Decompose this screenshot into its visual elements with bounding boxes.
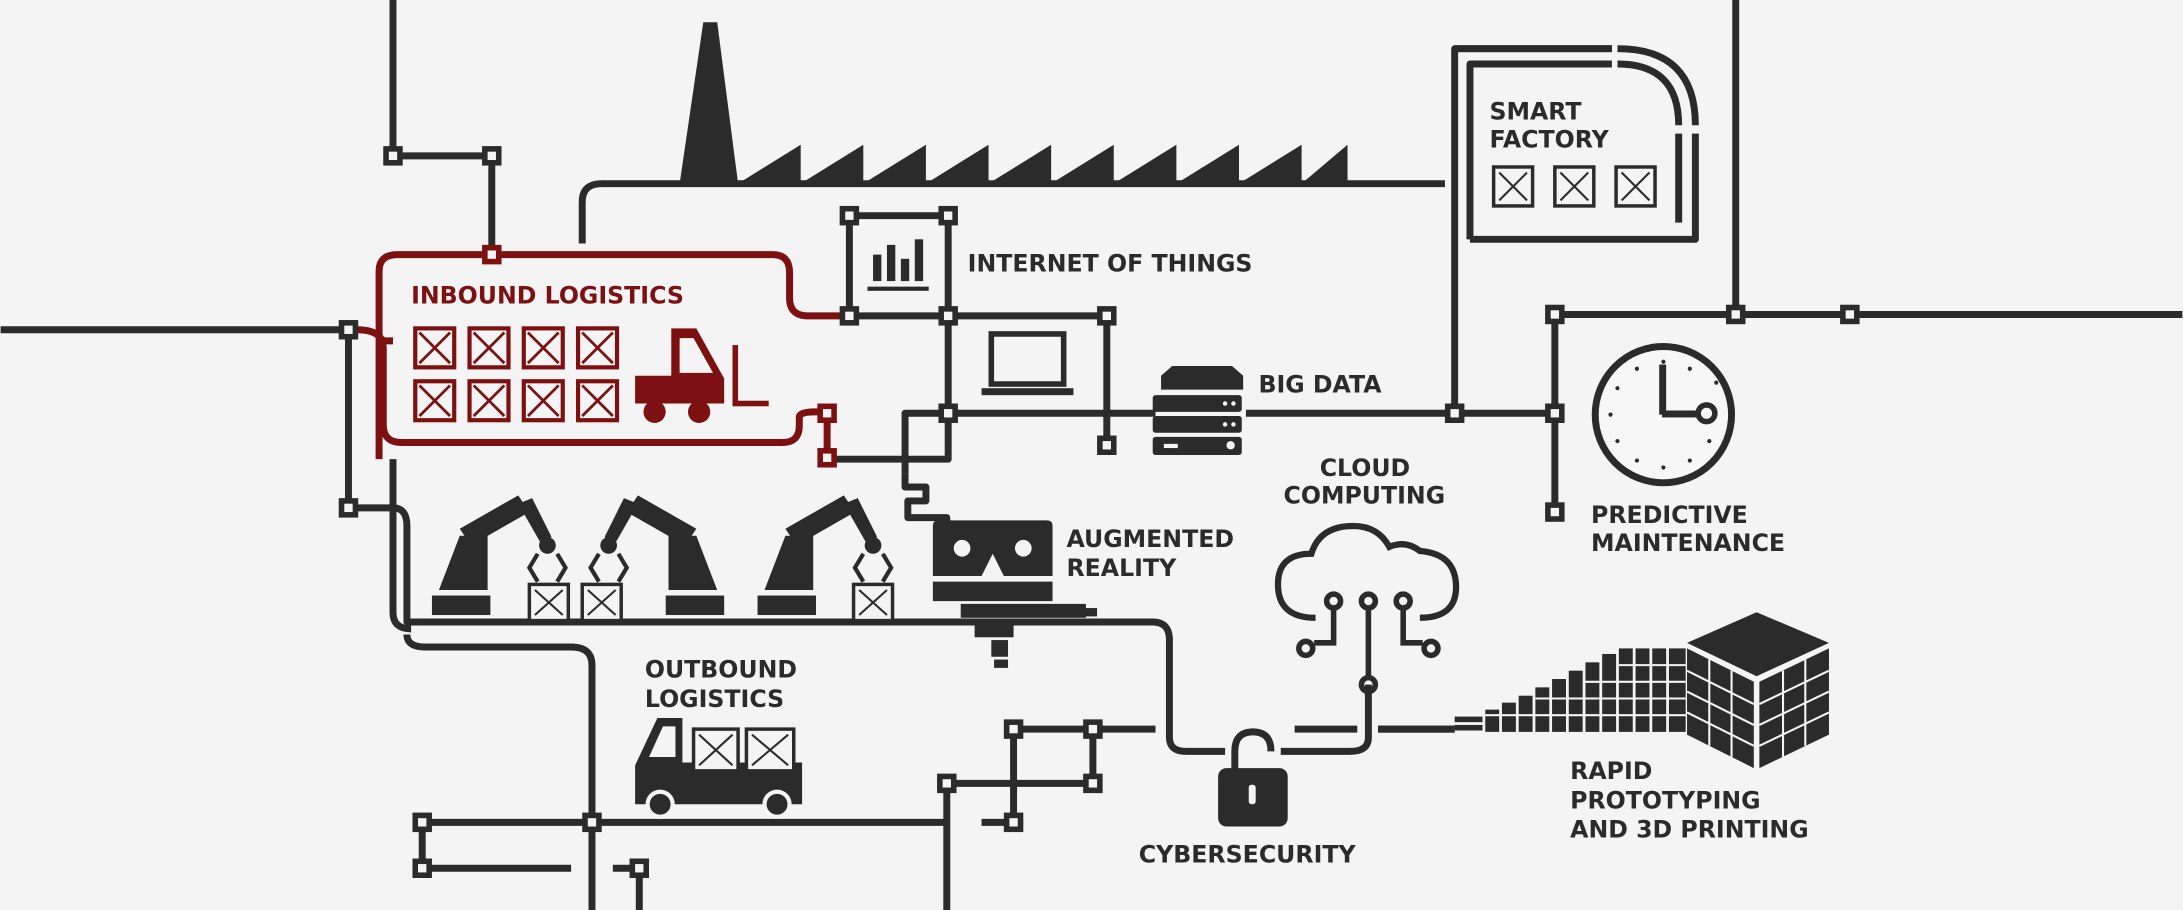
delivery-truck-icon (635, 717, 803, 819)
label-predictive-maintenance-1: PREDICTIVE (1591, 501, 1748, 529)
label-rapid-prototyping-1: RAPID (1570, 757, 1652, 785)
label-rapid-prototyping-3: AND 3D PRINTING (1570, 816, 1808, 844)
inbound-logistics-frame (356, 251, 850, 460)
laptop-icon (981, 331, 1074, 396)
label-outbound-logistics-1: OUTBOUND (645, 656, 797, 684)
crate-icon-group-inbound (413, 326, 617, 420)
label-big-data: BIG DATA (1258, 370, 1382, 398)
cloud-circuit-icon (1274, 522, 1460, 695)
forklift-icon (635, 328, 769, 423)
robot-arm-icon (431, 495, 891, 615)
label-cloud-computing-2: COMPUTING (1284, 482, 1446, 510)
vr-headset-icon (932, 520, 1098, 668)
label-augmented-reality-1: AUGMENTED (1066, 525, 1234, 553)
3d-cube-icon (1378, 612, 1830, 769)
label-internet-of-things: INTERNET OF THINGS (968, 249, 1253, 277)
server-icon (1152, 365, 1244, 455)
smart-factory-frame (1454, 45, 1699, 243)
label-rapid-prototyping-2: PROTOTYPING (1570, 786, 1760, 814)
crate-icon-group-conveyor (527, 582, 895, 623)
label-outbound-logistics-2: LOGISTICS (645, 685, 784, 713)
label-cybersecurity: CYBERSECURITY (1139, 841, 1357, 869)
label-inbound-logistics: INBOUND LOGISTICS (411, 281, 684, 309)
padlock-icon (1218, 728, 1288, 827)
crate-icon-group-smart-factory (1491, 165, 1657, 208)
clock-wrench-icon (1591, 342, 1736, 487)
bar-chart-icon (867, 239, 929, 291)
factory-icon (679, 22, 1348, 184)
label-predictive-maintenance-2: MAINTENANCE (1591, 529, 1785, 557)
label-smart-factory-2: FACTORY (1489, 125, 1609, 153)
label-smart-factory-1: SMART (1489, 98, 1581, 126)
junction-nodes (338, 146, 1860, 878)
label-augmented-reality-2: REALITY (1066, 554, 1177, 582)
label-cloud-computing-1: CLOUD (1320, 454, 1411, 482)
